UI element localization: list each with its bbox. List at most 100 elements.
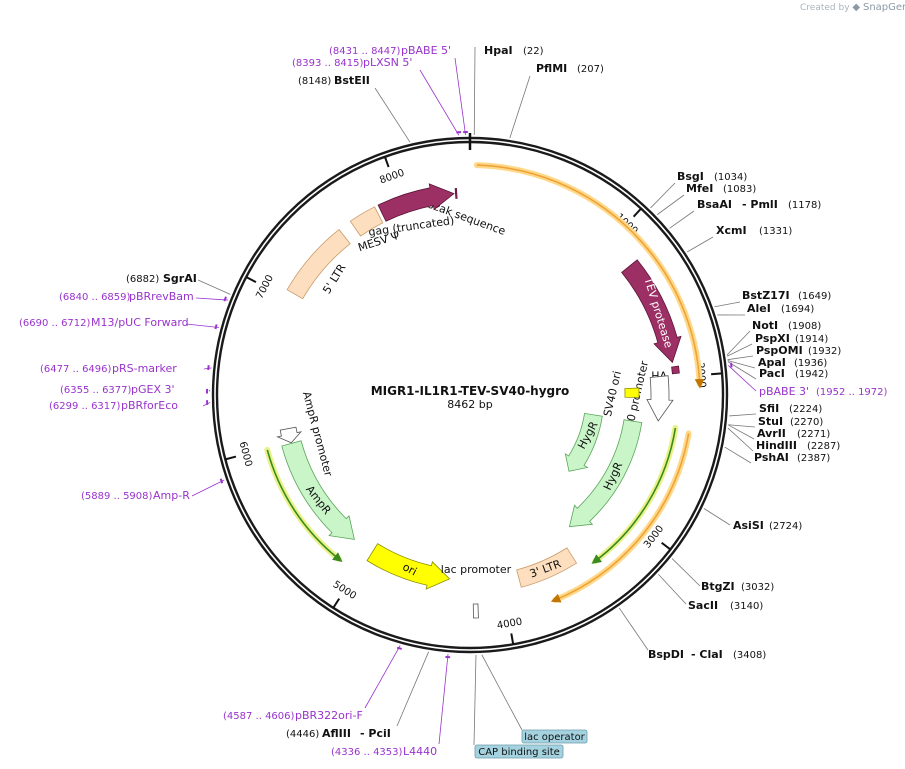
enzyme-alei-pos: (1694): [781, 304, 814, 315]
primer-prsmarker-range: (6477 .. 6496): [40, 364, 112, 375]
label-leader-line: [714, 301, 741, 308]
feature-lac-promoter-label: lac promoter: [441, 563, 512, 576]
primer-prsmarker: pRS-marker: [112, 362, 177, 375]
label-leader-line: [728, 424, 755, 440]
label-leader-line: [728, 424, 756, 428]
plasmid-name: MIGR1-IL1R1-TEV-SV40-hygro: [371, 384, 570, 398]
snapgene-name: SnapGene: [862, 2, 905, 13]
enzyme-afliii-pos: (4446): [286, 729, 319, 740]
label-leaders: [185, 46, 757, 746]
primer-pbabe5-range: (8431 .. 8447): [329, 46, 401, 57]
label-leader-line: [473, 654, 477, 746]
cap-binding-site-label: CAP binding site: [478, 747, 560, 758]
enzyme-alei: AleI: [747, 302, 771, 315]
scale-tick-label: 7000: [254, 273, 276, 301]
enzyme-sfii: SfiI: [759, 402, 779, 415]
primer-l4440-range: (4336 .. 4353): [331, 747, 403, 758]
feature-ampr-promoter: [276, 426, 303, 444]
feature-hygr-secondary: [564, 412, 603, 472]
enzyme-avrii: AvrII: [757, 427, 786, 440]
label-leader-line: [419, 69, 460, 136]
scale-tick: [245, 276, 257, 284]
primer-m13: M13/pUC Forward: [91, 316, 189, 329]
orf-arc-top: [476, 164, 705, 389]
enzyme-xcmi: XcmI: [716, 224, 747, 237]
enzyme-hpai-pos: (22): [523, 46, 544, 57]
label-leader-line: [185, 323, 219, 328]
enzyme-afliii: AflIII: [322, 727, 351, 740]
enzyme-pmli: - PmlI: [742, 198, 778, 211]
snapgene-branding: Created by ◆ SnapGene: [800, 2, 905, 13]
enzyme-clai: - ClaI: [691, 648, 723, 661]
enzyme-bstz17i-pos: (1649): [798, 291, 831, 302]
scale-tick: [332, 598, 341, 609]
enzyme-sgrai: SgrAI: [163, 272, 197, 285]
scale-tick: [661, 541, 671, 551]
enzyme-pflmi-pos: (207): [577, 64, 604, 75]
orf-arc-right: [550, 433, 690, 603]
primer-pbrrevbam-range: (6840 .. 6859): [59, 292, 131, 303]
feature-hygr: [568, 419, 643, 528]
label-leader-line: [669, 210, 695, 229]
primer-m13-range: (6690 .. 6712): [19, 318, 91, 329]
enzyme-btgzi-pos: (3032): [741, 582, 774, 593]
feature-ampr: [281, 440, 355, 540]
primer-pbabe5: pBABE 5': [401, 44, 451, 57]
label-leader-line: [728, 365, 757, 392]
enzyme-pshai: PshAI: [754, 451, 789, 464]
primer-pbabe3: pBABE 3': [759, 385, 809, 398]
label-leader-line: [481, 654, 523, 731]
orf-arcs: [264, 162, 705, 603]
enzyme-pflmi: PflMI: [536, 62, 567, 75]
enzyme-hindiii: HindIII: [756, 439, 797, 452]
primer-pgex3-range: (6355 .. 6377): [60, 385, 132, 396]
enzyme-bspdi-pos: (3408): [733, 650, 766, 661]
feature-kozak-sequence: [454, 188, 458, 199]
feature-sv40-ori: [624, 387, 640, 398]
primer-site-mark: [396, 646, 402, 650]
enzyme-bstz17i: BstZ17I: [742, 289, 790, 302]
enzyme-bsgi: BsgI: [677, 170, 704, 183]
enzyme-bsteii-pos: (8148): [298, 76, 331, 87]
orf-arc-ampr: [266, 449, 343, 562]
enzyme-hpai: HpaI: [484, 44, 513, 57]
feature-mesv: [349, 206, 384, 237]
primer-site-mark: [219, 478, 224, 484]
feature-gag-truncated: [377, 183, 455, 222]
label-leader-line: [727, 427, 754, 452]
feature-ori-label: ori: [400, 560, 419, 578]
enzyme-apai: ApaI: [758, 356, 786, 369]
enzyme-noti: NotI: [752, 319, 778, 332]
primer-l4440: L4440: [403, 745, 437, 758]
label-leader-line: [509, 75, 531, 139]
scale-tick: [711, 372, 723, 376]
primer-site-mark: [223, 296, 227, 302]
label-leader-line: [726, 343, 753, 357]
label-leader-line: [364, 645, 401, 709]
label-leader-line: [671, 558, 701, 587]
feature-tev-protease: [621, 259, 682, 364]
label-leader-line: [208, 389, 211, 392]
primer-ampr: Amp-R: [153, 489, 190, 502]
feature-ori: [366, 543, 451, 590]
enzyme-pcii: - PciI: [360, 727, 391, 740]
enzyme-bsgi-pos: (1034): [714, 172, 747, 183]
label-leader-line: [197, 279, 231, 295]
enzyme-pspomi: PspOMI: [756, 344, 803, 357]
snapgene-logo-icon: ◆: [852, 2, 861, 13]
label-leader-line: [396, 651, 430, 727]
enzyme-sacii-pos: (3140): [730, 601, 763, 612]
plasmid-size: 8462 bp: [447, 398, 492, 411]
scale-tick-label: 4000: [496, 616, 523, 631]
primer-pbrforeco-range: (6299 .. 6317): [49, 401, 121, 412]
enzyme-asisi: AsiSI: [733, 519, 764, 532]
enzyme-paci: PacI: [759, 367, 785, 380]
primer-site-mark: [214, 324, 218, 330]
label-leader-line: [658, 573, 687, 605]
enzyme-btgzi: BtgZI: [701, 580, 735, 593]
enzyme-bsaai: BsaAI: [697, 198, 732, 211]
feature-sv40-promoter: [646, 375, 674, 422]
enzyme-stui: StuI: [758, 415, 783, 428]
enzyme-sacii: SacII: [688, 599, 718, 612]
label-leader-line: [729, 413, 757, 417]
